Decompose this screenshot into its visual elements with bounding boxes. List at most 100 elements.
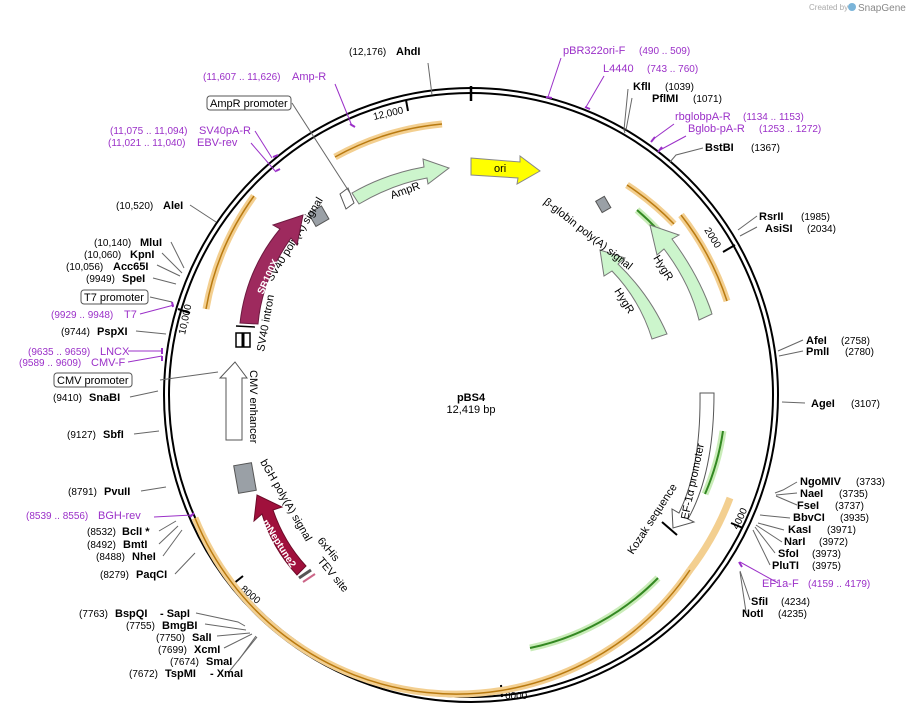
bglobin-polya-box[interactable]: [594, 195, 612, 214]
ampr-promoter-label-box[interactable]: AmpR promoter: [206, 95, 292, 111]
enzyme-sfiI[interactable]: SfiI (4234): [751, 596, 810, 608]
primer-cmv-f[interactable]: (9589 .. 9609) CMV-F: [19, 357, 126, 369]
enzyme-bmgBI[interactable]: (7755) BmgBI: [126, 620, 197, 632]
hygr-feature-1[interactable]: HygR: [649, 224, 713, 321]
enzyme-fseI[interactable]: FseI (3737): [797, 500, 864, 512]
ampr-feature[interactable]: AmpR: [351, 158, 451, 205]
enzyme-kpnI[interactable]: (10,060) KpnI: [84, 249, 154, 261]
enzyme-ahdI[interactable]: (12,176) AhdI: [349, 46, 420, 58]
enzyme-naeI[interactable]: NaeI (3735): [800, 488, 868, 500]
svg-text:(1134 .. 1153): (1134 .. 1153): [743, 112, 804, 123]
enzyme-tspMI[interactable]: (7672) TspMI - XmaI: [129, 668, 243, 680]
svg-text:(7750): (7750): [156, 633, 185, 644]
svg-text:KpnI: KpnI: [130, 249, 154, 261]
enzyme-ngoMIV[interactable]: NgoMIV (3733): [800, 476, 885, 488]
svg-text:BmgBI: BmgBI: [162, 620, 197, 632]
svg-text:(3975): (3975): [812, 561, 841, 572]
kozak-mark[interactable]: [661, 521, 678, 536]
svg-text:SnapGene: SnapGene: [858, 3, 906, 14]
svg-text:KflI: KflI: [633, 81, 651, 93]
svg-text:AmpR promoter: AmpR promoter: [210, 98, 288, 110]
enzyme-mluI[interactable]: (10,140) MluI: [94, 237, 162, 249]
svg-text:(1985): (1985): [801, 212, 830, 223]
enzyme-asiSI[interactable]: AsiSI (2034): [765, 223, 836, 235]
primer-ef1a-f[interactable]: EF1a-F (4159 .. 4179): [762, 578, 870, 590]
enzyme-smaI[interactable]: (7674) SmaI: [170, 656, 232, 668]
enzyme-salI[interactable]: (7750) SalI: [156, 632, 212, 644]
enzyme-narI[interactable]: NarI (3972): [784, 536, 848, 548]
svg-text:Bglob-pA-R: Bglob-pA-R: [688, 123, 745, 135]
svg-text:PmlI: PmlI: [806, 346, 829, 358]
svg-text:(3935): (3935): [840, 513, 869, 524]
svg-text:AleI: AleI: [163, 200, 183, 212]
tick-marks: [177, 99, 744, 698]
enzyme-nheI[interactable]: (8488) NheI: [96, 551, 156, 563]
primer-l4440[interactable]: L4440 (743 .. 760): [603, 63, 698, 75]
enzyme-acc65I[interactable]: (10,056) Acc65I: [66, 261, 148, 273]
primer-amp-r[interactable]: (11,607 .. 11,626) Amp-R: [203, 71, 326, 83]
enzyme-ageI[interactable]: AgeI (3107): [811, 398, 880, 410]
enzyme-sfoI[interactable]: SfoI (3973): [778, 548, 841, 560]
enzyme-sbfI[interactable]: (9127) SbfI: [67, 429, 124, 441]
cmv-enhancer-feature[interactable]: [218, 361, 248, 441]
enzyme-pvuII[interactable]: (8791) PvuII: [68, 486, 130, 498]
plasmid-size: 12,419 bp: [447, 404, 496, 416]
svg-text:LNCX: LNCX: [100, 346, 130, 358]
enzyme-pspXI[interactable]: (9744) PspXI: [61, 326, 128, 338]
enzyme-speI[interactable]: (9949) SpeI: [86, 273, 145, 285]
enzyme-paqCI[interactable]: (8279) PaqCI: [100, 569, 167, 581]
enzyme-bmtI[interactable]: (8492) BmtI: [87, 539, 147, 551]
primer-lncx[interactable]: (9635 .. 9659) LNCX: [28, 346, 130, 358]
primer-pbr322ori-f[interactable]: pBR322ori-F (490 .. 509): [563, 45, 690, 57]
svg-text:BclI *: BclI *: [122, 526, 150, 538]
ampr-promoter-shape[interactable]: [339, 187, 355, 210]
ori-feature[interactable]: ori: [470, 155, 541, 185]
svg-text:(4234): (4234): [781, 597, 810, 608]
kozak-label: Kozak sequence: [625, 482, 679, 557]
enzyme-afeI[interactable]: AfeI (2758): [806, 335, 870, 347]
bgh-polya-box[interactable]: [233, 462, 257, 494]
svg-text:(11,607 .. 11,626): (11,607 .. 11,626): [203, 72, 280, 83]
mneptune2-feature[interactable]: mNeptune2: [253, 494, 307, 576]
enzyme-kasI[interactable]: KasI (3971): [788, 524, 856, 536]
svg-text:(10,060): (10,060): [84, 250, 121, 261]
primer-sv40pa-r[interactable]: (11,075 .. 11,094) SV40pA-R: [110, 125, 251, 137]
ef1a-promoter-feature[interactable]: [671, 392, 715, 529]
enzyme-pmlI[interactable]: PmlI (2780): [806, 346, 874, 358]
svg-text:(12,176): (12,176): [349, 47, 386, 58]
svg-text:(7763): (7763): [79, 609, 108, 620]
his-tev-marks[interactable]: [298, 568, 316, 583]
enzyme-aleI[interactable]: (10,520) AleI: [116, 200, 183, 212]
enzyme-xcmI[interactable]: (7699) XcmI: [158, 644, 220, 656]
primer-t7[interactable]: (9929 .. 9948) T7: [51, 309, 137, 321]
enzyme-rsrII[interactable]: RsrII (1985): [759, 211, 830, 223]
enzyme-snaBI[interactable]: (9410) SnaBI: [53, 392, 120, 404]
enzyme-kflI[interactable]: KflI (1039): [633, 81, 694, 93]
enzyme-bbvCI[interactable]: BbvCI (3935): [793, 512, 869, 524]
svg-text:PspXI: PspXI: [97, 326, 128, 338]
svg-text:(7699): (7699): [158, 645, 187, 656]
tick-label-6000: 6000: [505, 691, 528, 702]
primer-ebv-rev[interactable]: (11,021 .. 11,040) EBV-rev: [108, 137, 238, 149]
svg-text:(3973): (3973): [812, 549, 841, 560]
sv40-polya-box[interactable]: [307, 205, 330, 228]
enzyme-pflMI[interactable]: PflMI (1071): [652, 93, 722, 105]
svg-text:(1071): (1071): [693, 94, 722, 105]
t7-promoter-label-box[interactable]: T7 promoter: [80, 289, 149, 305]
primer-marks: [161, 96, 743, 568]
svg-text:(8488): (8488): [96, 552, 125, 563]
primer-bgh-rev[interactable]: (8539 .. 8556) BGH-rev: [26, 510, 141, 522]
sv40-intron-feature[interactable]: [235, 325, 256, 348]
cmv-promoter-label-box[interactable]: CMV promoter: [53, 372, 133, 388]
enzyme-bclI[interactable]: (8532) BclI *: [87, 526, 150, 538]
enzyme-pluTI[interactable]: PluTI (3975): [772, 560, 841, 572]
enzyme-notI[interactable]: NotI (4235): [742, 608, 807, 620]
svg-text:(2758): (2758): [841, 336, 870, 347]
enzyme-bspQI[interactable]: (7763) BspQI - SapI: [79, 608, 190, 620]
ori-label: ori: [494, 163, 506, 175]
svg-text:EBV-rev: EBV-rev: [197, 137, 238, 149]
primer-rbglobpa-r[interactable]: rbglobpA-R (1134 .. 1153): [675, 111, 804, 123]
primer-bglob-pa-r[interactable]: Bglob-pA-R (1253 .. 1272): [688, 123, 821, 135]
enzyme-bstBI[interactable]: BstBI (1367): [705, 142, 780, 154]
